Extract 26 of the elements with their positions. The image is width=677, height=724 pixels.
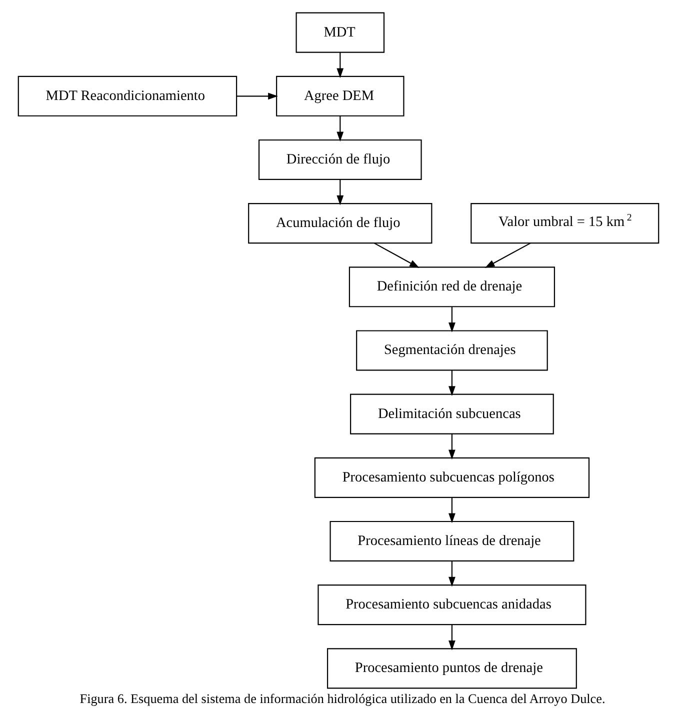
caption: Figura 6. Esquema del sistema de información hidrológica utilizado en la Cuenca del Arroyo Dulce. [80,691,606,706]
node-box: Agree DEM [276,76,404,116]
node-box: Procesamiento líneas de drenaje [330,520,574,562]
node-box: Valor umbral = 15 km$^{2}$ [470,203,660,244]
node-box: Procesamiento subcuencas polígonos [314,457,590,498]
node-box: Procesamiento puntos de drenaje [326,648,577,689]
node-box: MDT Reacondicionamiento [18,76,238,116]
arrow [448,370,456,396]
arrow [336,180,344,206]
arrow [236,92,278,100]
node-box: Segmentación drenajes [356,330,548,371]
arrow [448,561,456,587]
node-box: MDT [296,12,385,53]
arrow [336,116,344,142]
arrow [448,624,456,650]
node-box: Definición red de drenaje [348,266,556,308]
arrow [374,242,420,268]
arrow [448,498,456,524]
arrow [484,242,531,268]
node-box: Acumulación de flujo [248,203,432,244]
node-box: Procesamiento subcuencas anidadas [318,584,586,626]
arrow [448,434,456,460]
arrow [448,306,456,332]
node-box: Delimitación subcuencas [350,394,554,434]
arrow [336,52,344,78]
node-box: Dirección de flujo [258,139,422,180]
